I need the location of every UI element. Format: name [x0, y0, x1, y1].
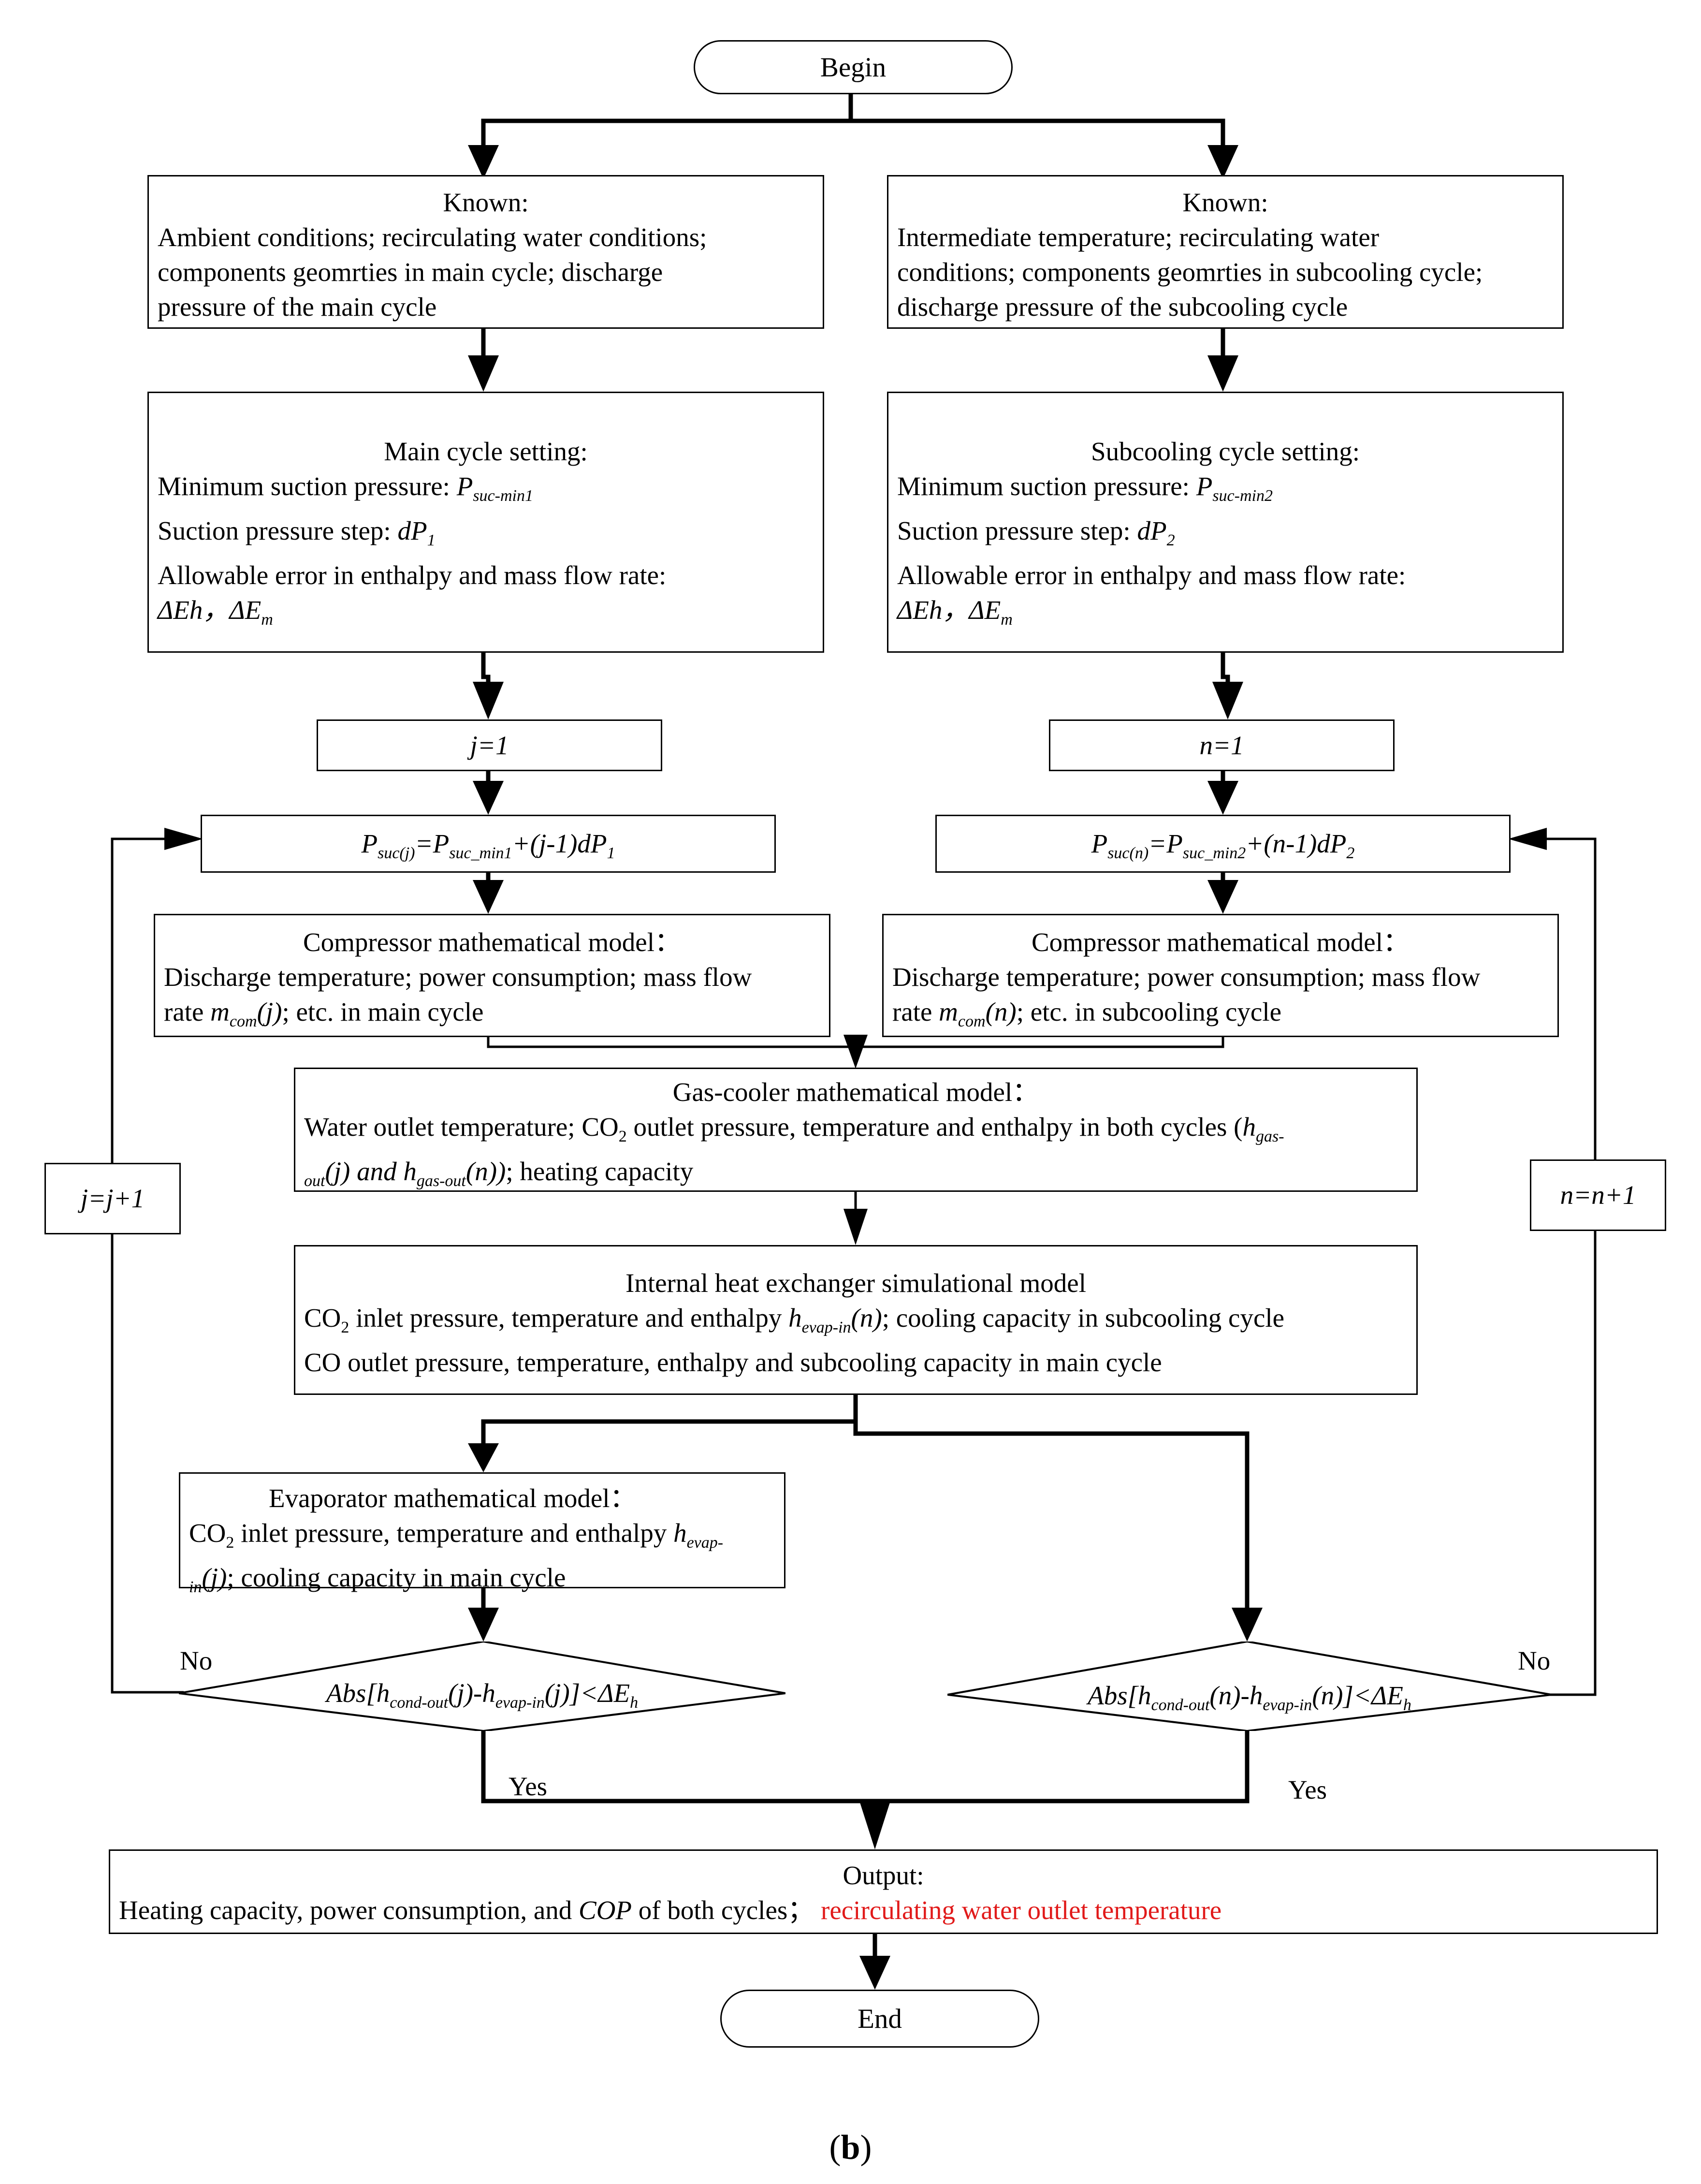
begin-connector-right: [851, 118, 1225, 145]
left-setting-error: Allowable error in enthalpy and mass flo…: [158, 560, 667, 590]
ihx-title: Internal heat exchanger simulational mod…: [625, 1268, 1086, 1298]
right-setting-min: Minimum suction pressure: Psuc-min2: [897, 471, 1273, 505]
evaporator-line-2: in(j); cooling capacity in main cycle: [189, 1563, 566, 1596]
right-psuc-formula: Psuc(n)=Psuc_min2+(n-1)dP2: [1091, 829, 1355, 862]
left-compressor-line-1: Discharge temperature; power consumption…: [164, 962, 752, 992]
right-no-label: No: [1518, 1646, 1551, 1675]
right-init-label: n=1: [1199, 731, 1244, 760]
left-increment-box: j=j+1: [44, 1163, 181, 1234]
right-yes-path: [875, 1731, 1250, 1803]
end-label: End: [858, 2003, 902, 2034]
left-decision-label: Abs[hcond-out(j)-hevap-in(j)]<ΔEh: [326, 1678, 639, 1712]
left-setting-error-vars: ΔEh，ΔEm: [158, 595, 273, 629]
right-known-box: Known: Intermediate temperature; recircu…: [887, 175, 1564, 329]
right-compressor-box: Compressor mathematical model： Discharge…: [882, 914, 1559, 1037]
right-known-line-3: discharge pressure of the subcooling cyc…: [897, 292, 1348, 322]
left-loop-line: [111, 837, 184, 1694]
left-setting-title: Main cycle setting:: [384, 437, 588, 466]
right-known-title: Known:: [1182, 188, 1268, 217]
left-init-box: j=1: [317, 719, 662, 771]
right-psuc-box: Psuc(n)=Psuc_min2+(n-1)dP2: [935, 815, 1511, 873]
left-known-line-3: pressure of the main cycle: [158, 292, 437, 322]
right-compressor-title: Compressor mathematical model：: [1031, 927, 1410, 957]
left-setting-step: Suction pressure step: dP1: [158, 516, 436, 549]
right-setting-connector: [1221, 653, 1230, 687]
left-compressor-box: Compressor mathematical model： Discharge…: [154, 914, 830, 1037]
left-increment-label: j=j+1: [80, 1184, 145, 1213]
left-compressor-title: Compressor mathematical model：: [303, 927, 682, 957]
left-known-line-1: Ambient conditions; recirculating water …: [158, 222, 707, 252]
right-setting-box: Subcooling cycle setting: Minimum suctio…: [887, 392, 1564, 653]
evaporator-box: Evaporator mathematical model： CO2 inlet…: [179, 1472, 785, 1596]
right-yes-label: Yes: [1288, 1775, 1327, 1804]
right-decision-diamond: [947, 1642, 1552, 1731]
right-loop-line: [1535, 837, 1597, 1696]
left-init-label: j=1: [470, 731, 509, 760]
left-setting-min: Minimum suction pressure: Psuc-min1: [158, 471, 533, 505]
right-compressor-line-2: rate mcom(n); etc. in subcooling cycle: [892, 997, 1282, 1030]
begin-connector: [481, 94, 853, 145]
left-known-box: Known: Ambient conditions; recirculating…: [147, 175, 824, 329]
right-known-line-1: Intermediate temperature; recirculating …: [897, 222, 1380, 252]
right-setting-title: Subcooling cycle setting:: [1090, 437, 1360, 466]
left-known-title: Known:: [443, 188, 529, 217]
ihx-to-evaporator: [481, 1395, 858, 1446]
left-setting-connector: [481, 653, 491, 687]
evaporator-line-1: CO2 inlet pressure, temperature and enth…: [189, 1518, 724, 1552]
left-known-line-2: components geomrties in main cycle; disc…: [158, 257, 663, 287]
ihx-to-right-decision: [853, 1422, 1250, 1615]
figure-label: (b): [829, 2128, 872, 2167]
right-known-line-2: conditions; components geomrties in subc…: [897, 257, 1483, 287]
output-title: Output:: [843, 1861, 924, 1890]
right-increment-box: n=n+1: [1530, 1159, 1666, 1231]
ihx-box: Internal heat exchanger simulational mod…: [294, 1245, 1418, 1395]
gascooler-box: Gas-cooler mathematical model： Water out…: [294, 1068, 1418, 1192]
left-no-label: No: [180, 1646, 213, 1675]
right-compressor-line-1: Discharge temperature; power consumption…: [892, 962, 1481, 992]
begin-label: Begin: [820, 52, 887, 83]
output-line: Heating capacity, power consumption, and…: [119, 1895, 1222, 1925]
arrowheads: [164, 145, 1547, 1990]
gascooler-line-1: Water outlet temperature; CO2 outlet pre…: [304, 1112, 1284, 1145]
left-psuc-formula: Psuc(j)=Psuc_min1+(j-1)dP1: [361, 829, 615, 862]
left-decision-diamond: [179, 1642, 785, 1731]
right-init-box: n=1: [1049, 719, 1395, 771]
gascooler-line-2: out(j) and hgas-out(n)); heating capacit…: [304, 1157, 694, 1190]
right-setting-step: Suction pressure step: dP2: [897, 516, 1175, 549]
right-increment-label: n=n+1: [1560, 1180, 1636, 1210]
left-compressor-line-2: rate mcom(j); etc. in main cycle: [164, 997, 484, 1030]
begin-terminal: Begin: [694, 40, 1013, 94]
left-yes-label: Yes: [509, 1772, 548, 1801]
right-setting-error: Allowable error in enthalpy and mass flo…: [897, 560, 1406, 590]
left-setting-box: Main cycle setting: Minimum suction pres…: [147, 392, 824, 653]
left-psuc-box: Psuc(j)=Psuc_min1+(j-1)dP1: [201, 815, 776, 873]
evaporator-title: Evaporator mathematical model：: [269, 1483, 637, 1513]
ihx-line-2: CO outlet pressure, temperature, enthalp…: [304, 1348, 1162, 1377]
output-box: Output: Heating capacity, power consumpt…: [109, 1849, 1658, 1934]
end-terminal: End: [720, 1990, 1039, 2048]
right-decision-label: Abs[hcond-out(n)-hevap-in(n)]<ΔEh: [1088, 1681, 1411, 1714]
gascooler-title: Gas-cooler mathematical model：: [672, 1077, 1039, 1107]
ihx-line-1: CO2 inlet pressure, temperature and enth…: [304, 1303, 1285, 1336]
right-setting-error-vars: ΔEh，ΔEm: [897, 595, 1013, 629]
